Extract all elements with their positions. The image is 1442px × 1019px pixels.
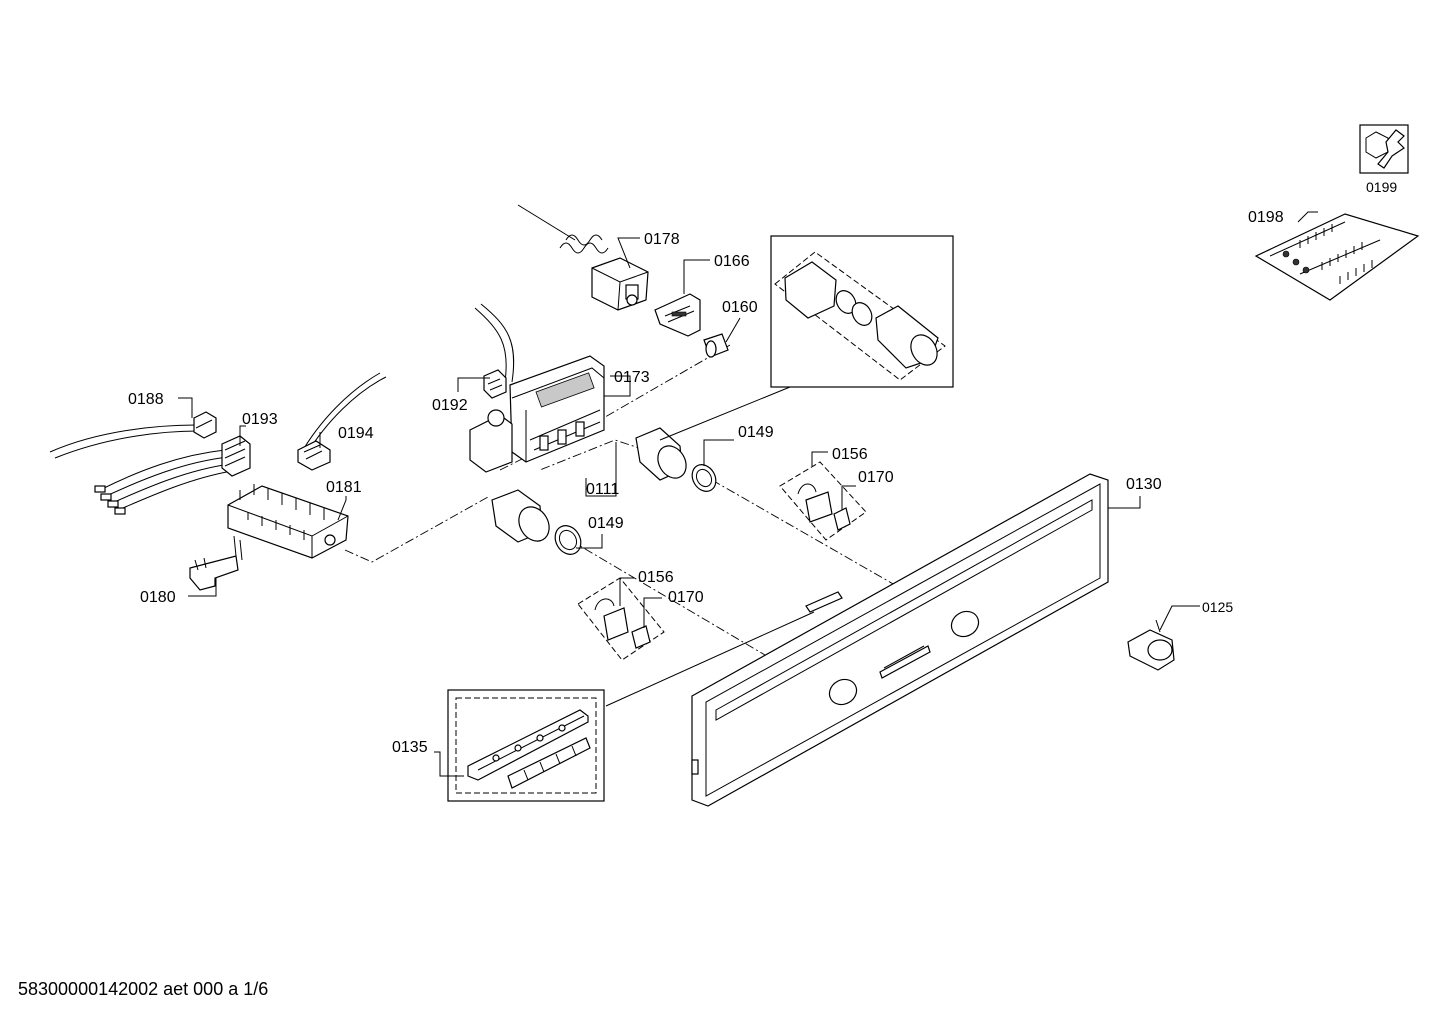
label-0125: 0125 <box>1202 599 1233 615</box>
label-0160: 0160 <box>722 299 758 316</box>
label-0199: 0199 <box>1366 179 1397 195</box>
display-part <box>605 591 843 707</box>
nut-wrench-icon <box>1359 124 1409 174</box>
label-0170-lower: 0170 <box>668 589 704 606</box>
screw-kit-part <box>1254 213 1420 301</box>
connector-assembly-lower <box>577 577 665 661</box>
control-panel-part <box>691 473 1109 807</box>
thermostat-part <box>517 204 649 311</box>
label-0111: 0111 <box>586 481 619 498</box>
lamp-part <box>703 333 729 358</box>
label-0178: 0178 <box>644 231 680 248</box>
label-0194: 0194 <box>338 425 374 442</box>
label-0188: 0188 <box>128 391 164 408</box>
hinge-part <box>1127 619 1175 671</box>
label-0130: 0130 <box>1126 476 1162 493</box>
detail-box-knob <box>659 235 954 441</box>
label-0173: 0173 <box>614 369 650 386</box>
label-0156-lower: 0156 <box>638 569 674 586</box>
control-module-part <box>469 303 605 473</box>
terminal-block-part <box>227 484 349 559</box>
label-0170-upper: 0170 <box>858 469 894 486</box>
wiring-harness-part <box>49 372 387 515</box>
part-labels: 0178 0166 0160 0173 0192 0188 0193 0194 … <box>128 179 1397 756</box>
label-0193: 0193 <box>242 411 278 428</box>
connector-assembly-upper <box>779 461 867 541</box>
switch-assembly-upper <box>635 427 717 492</box>
label-0135: 0135 <box>392 739 428 756</box>
detail-box-display <box>447 689 605 802</box>
clip-bracket-part <box>189 535 243 591</box>
leader-lines <box>178 211 1318 777</box>
drawing-reference-footer: 58300000142002 aet 000 a 1/6 <box>18 979 269 999</box>
label-0149-lower: 0149 <box>588 515 624 532</box>
label-0192: 0192 <box>432 397 468 414</box>
label-0166: 0166 <box>714 253 750 270</box>
label-0181: 0181 <box>326 479 362 496</box>
label-0180: 0180 <box>140 589 176 606</box>
bracket-part <box>654 293 701 337</box>
label-0149-upper: 0149 <box>738 424 774 441</box>
switch-assembly-lower <box>491 489 582 555</box>
label-0156-upper: 0156 <box>832 446 868 463</box>
label-0198: 0198 <box>1248 209 1284 226</box>
